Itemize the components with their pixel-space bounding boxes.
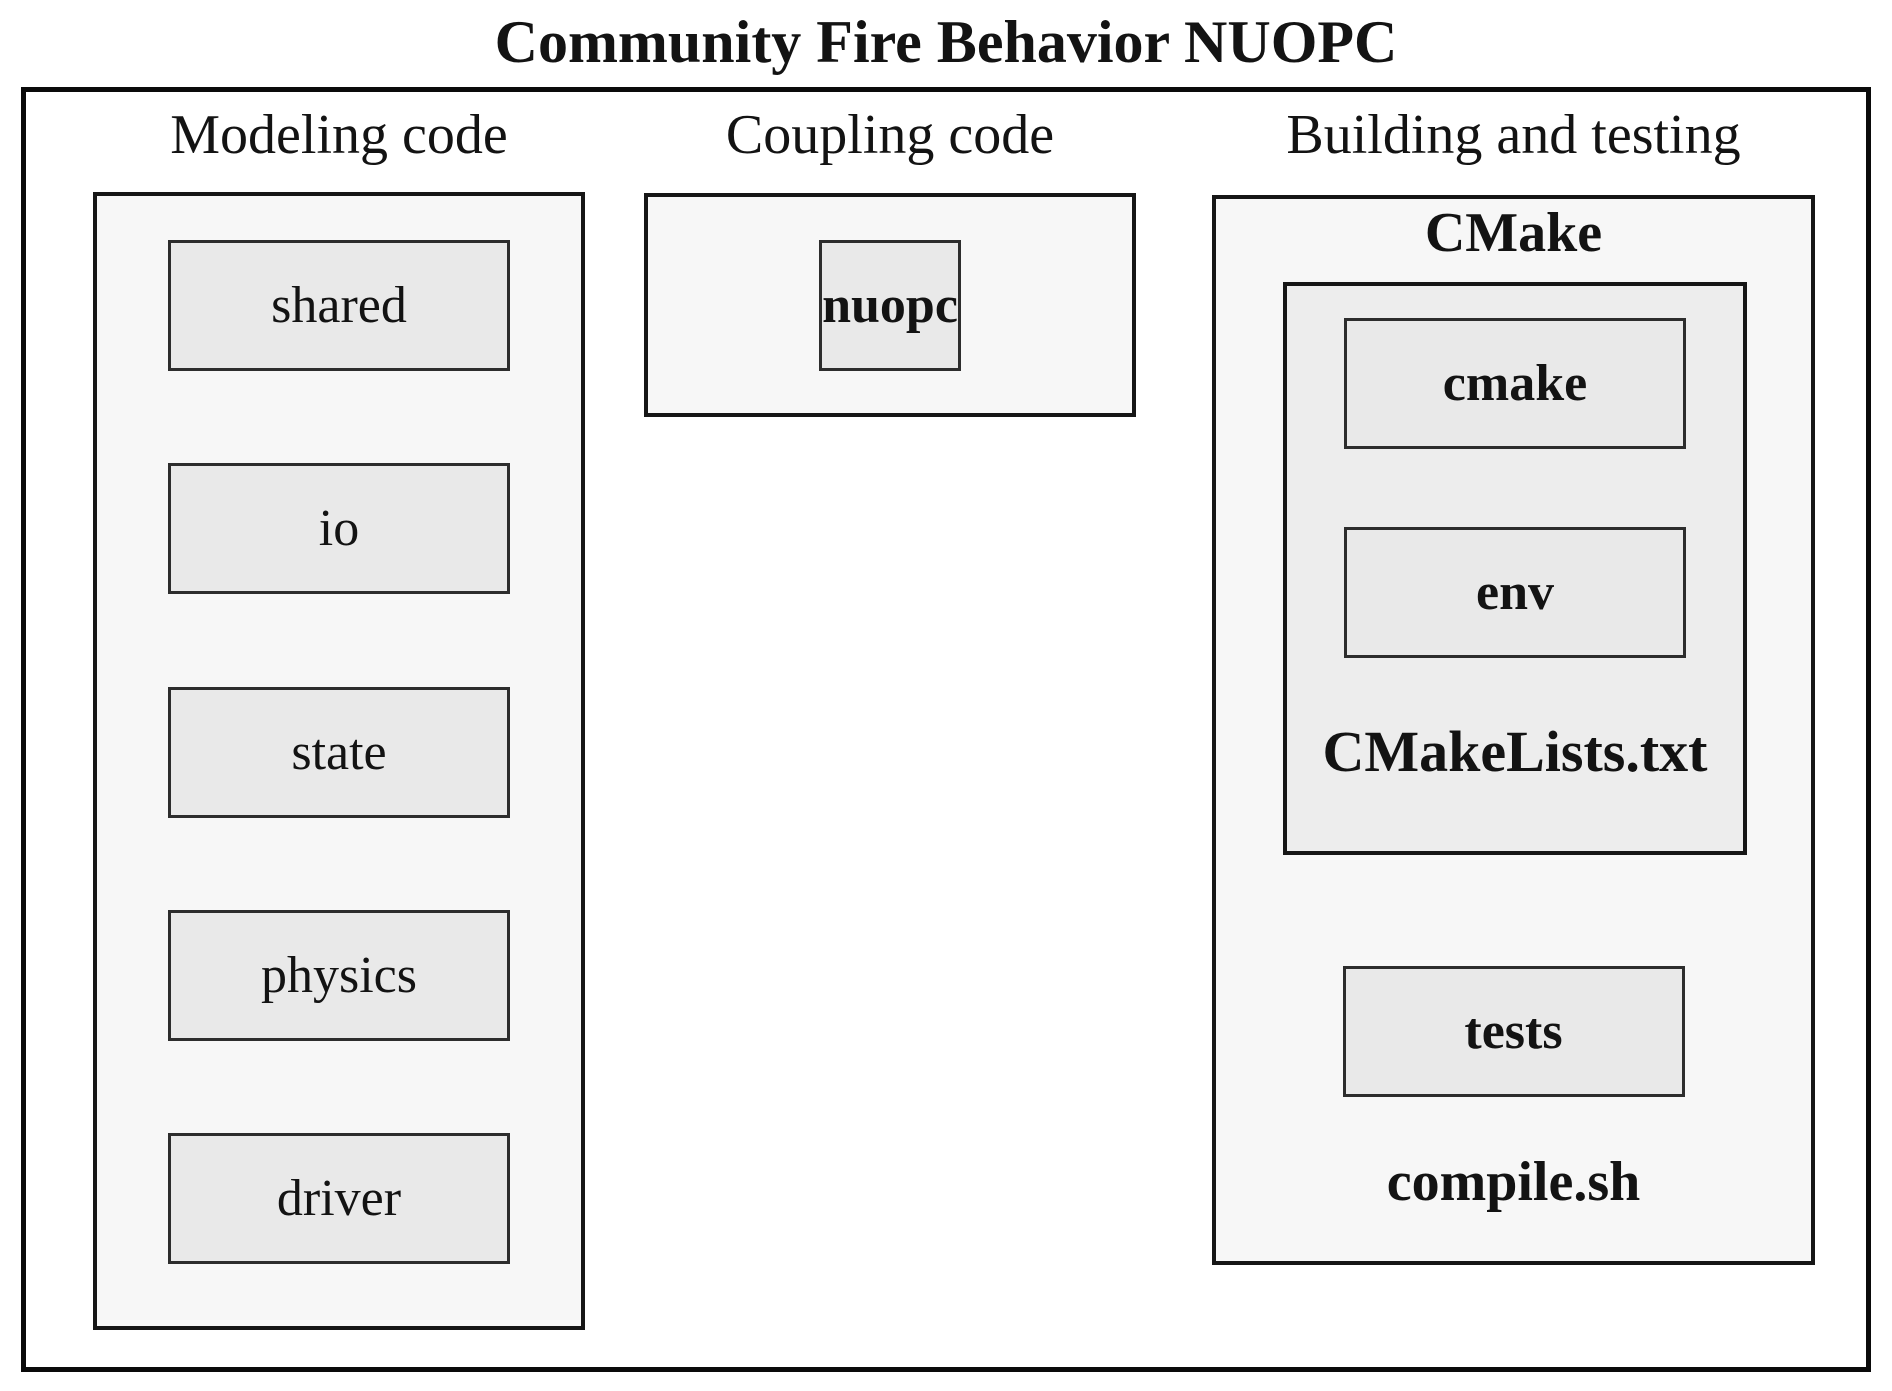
box-cmake: cmake: [1344, 318, 1686, 449]
compile-sh-label: compile.sh: [1386, 1151, 1641, 1213]
box-nuopc: nuopc: [819, 239, 961, 371]
box-io: io: [168, 463, 510, 595]
diagram-title: Community Fire Behavior NUOPC: [494, 9, 1398, 75]
box-shared: shared: [168, 240, 510, 371]
box-tests: tests: [1342, 966, 1685, 1097]
box-driver: driver: [168, 1133, 510, 1264]
cmake-group: cmake env CMakeLists.txt: [1283, 282, 1747, 855]
header-modeling-code: Modeling code: [170, 104, 508, 166]
cmake-group-label: CMake: [1424, 202, 1603, 264]
box-physics: physics: [168, 909, 510, 1041]
panel-building-testing: CMake cmake env CMakeLists.txt tests com…: [1212, 195, 1815, 1265]
panel-coupling-code: nuopc: [644, 193, 1136, 417]
cmakelists-label: CMakeLists.txt: [1322, 719, 1708, 784]
header-coupling-code: Coupling code: [725, 104, 1055, 166]
header-building-testing: Building and testing: [1286, 104, 1741, 166]
box-state: state: [168, 686, 510, 818]
outer-frame: Modeling code Coupling code Building and…: [21, 87, 1871, 1372]
box-env: env: [1344, 527, 1686, 658]
panel-modeling-code: shared io state physics driver: [93, 192, 585, 1330]
